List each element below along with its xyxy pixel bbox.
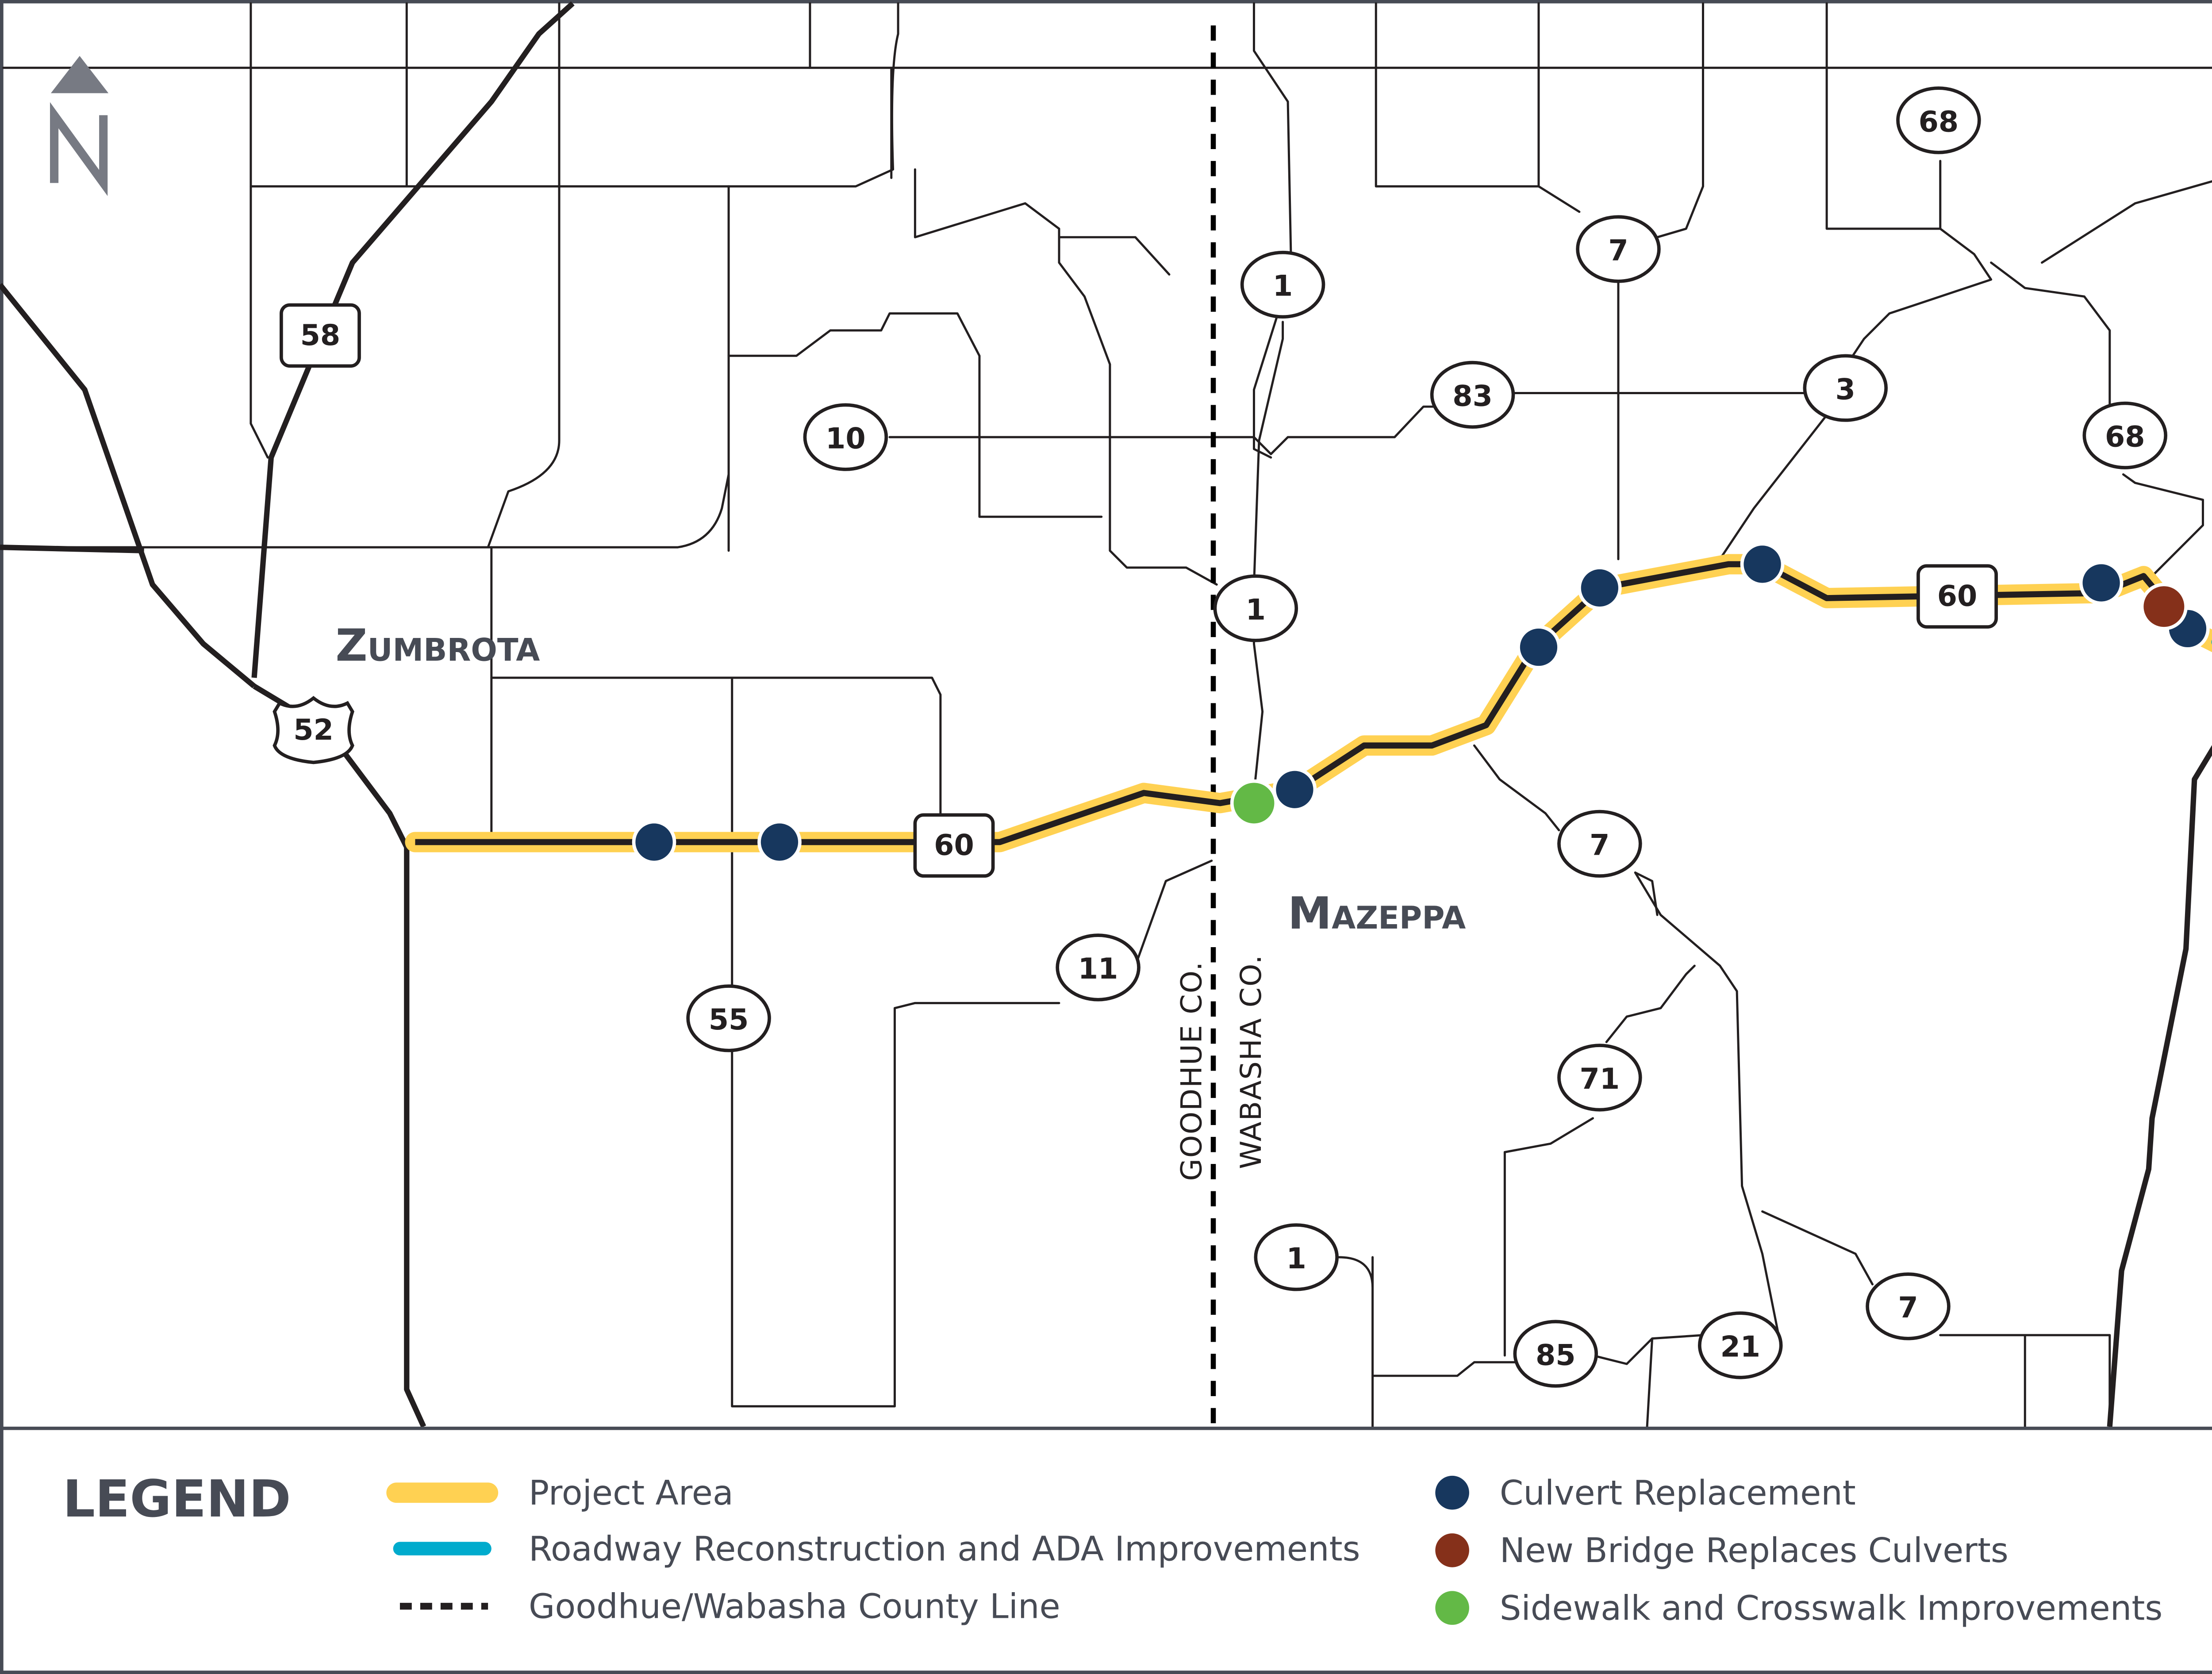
goodhue-county-label: GOODHUE CO. xyxy=(1175,961,1209,1181)
svg-text:3: 3 xyxy=(1836,373,1855,406)
svg-text:7: 7 xyxy=(1608,234,1628,267)
county-shield-83: 83 xyxy=(1430,361,1515,429)
legend-item-culvert: Culvert Replacement xyxy=(1500,1474,1856,1513)
county-shield-7: 7 xyxy=(1557,810,1642,878)
svg-text:10: 10 xyxy=(826,422,866,455)
culvert-dot xyxy=(1517,625,1561,669)
bridge-swatch xyxy=(1435,1533,1469,1567)
culvert-swatch xyxy=(1435,1475,1469,1510)
svg-text:60: 60 xyxy=(934,829,974,862)
county-shield-85: 85 xyxy=(1513,1320,1598,1388)
legend-item-ada: Roadway Reconstruction and ADA Improveme… xyxy=(529,1529,1360,1569)
culvert-dot xyxy=(1272,767,1317,812)
county-shield-11: 11 xyxy=(1056,933,1141,1002)
svg-text:7: 7 xyxy=(1590,829,1609,862)
north-arrow-icon xyxy=(50,56,109,93)
svg-text:58: 58 xyxy=(300,319,341,352)
culvert-dot xyxy=(1578,566,1622,610)
county-shield-68: 68 xyxy=(2082,401,2168,469)
culvert-dot xyxy=(632,820,676,864)
county-shields: 1 1 1 3 3 7 7 7 10 11 17 21 55 68 68 68 … xyxy=(686,86,2168,1388)
legend-item-sidewalk: Sidewalk and Crosswalk Improvements xyxy=(1500,1589,2162,1628)
county-shield-21: 21 xyxy=(1698,1311,1783,1379)
county-shield-7: 7 xyxy=(1866,1272,1951,1340)
state-shield-60-east: 60 xyxy=(1916,564,1998,629)
county-shield-1: 1 xyxy=(1254,1223,1339,1291)
us-shield-52: 52 xyxy=(273,696,354,764)
culvert-dot xyxy=(1740,542,1785,587)
town-label-mazeppa: Mazeppa xyxy=(1288,888,1466,939)
svg-text:55: 55 xyxy=(709,1003,749,1037)
sidewalk-swatch xyxy=(1435,1591,1469,1625)
culvert-dot xyxy=(757,820,802,864)
sidewalk-dot xyxy=(1230,779,1278,827)
svg-text:7: 7 xyxy=(1898,1291,1918,1325)
county-shield-10: 10 xyxy=(803,403,888,471)
county-shield-1: 1 xyxy=(1213,574,1298,642)
county-shield-1: 1 xyxy=(1240,250,1325,319)
svg-text:68: 68 xyxy=(2105,421,2145,454)
county-shield-55: 55 xyxy=(686,984,771,1052)
culvert-dot xyxy=(2079,561,2124,605)
legend-item-county-line: Goodhue/Wabasha County Line xyxy=(529,1587,1060,1627)
svg-text:85: 85 xyxy=(1536,1339,1576,1372)
county-shield-7: 7 xyxy=(1576,215,1661,283)
svg-text:52: 52 xyxy=(293,714,334,747)
legend: LEGEND Project Area Roadway Reconstructi… xyxy=(63,1470,2163,1628)
wabasha-county-label: WABASHA CO. xyxy=(1235,954,1268,1169)
legend-item-project-area: Project Area xyxy=(529,1474,733,1513)
north-arrow xyxy=(50,56,109,196)
state-shield-60-west: 60 xyxy=(913,813,995,878)
svg-text:1: 1 xyxy=(1246,593,1266,626)
culvert-markers xyxy=(632,542,2210,864)
county-shield-68: 68 xyxy=(1896,86,1981,154)
svg-text:71: 71 xyxy=(1580,1063,1620,1096)
svg-text:11: 11 xyxy=(1078,952,1118,986)
county-shield-71: 71 xyxy=(1557,1044,1642,1112)
svg-text:68: 68 xyxy=(1919,105,1959,138)
state-shield-58: 58 xyxy=(280,303,361,368)
svg-text:60: 60 xyxy=(1937,580,1978,613)
svg-text:83: 83 xyxy=(1452,380,1493,413)
legend-title: LEGEND xyxy=(63,1470,291,1529)
svg-text:1: 1 xyxy=(1286,1242,1306,1275)
legend-item-bridge: New Bridge Replaces Culverts xyxy=(1500,1531,2008,1570)
local-roads xyxy=(0,2,2212,1428)
bridge-dot xyxy=(2140,583,2188,630)
county-shield-3: 3 xyxy=(1803,354,1888,422)
svg-text:1: 1 xyxy=(1273,270,1293,303)
town-label-zumbrota: Zumbrota xyxy=(335,621,540,672)
svg-text:21: 21 xyxy=(1720,1330,1760,1363)
